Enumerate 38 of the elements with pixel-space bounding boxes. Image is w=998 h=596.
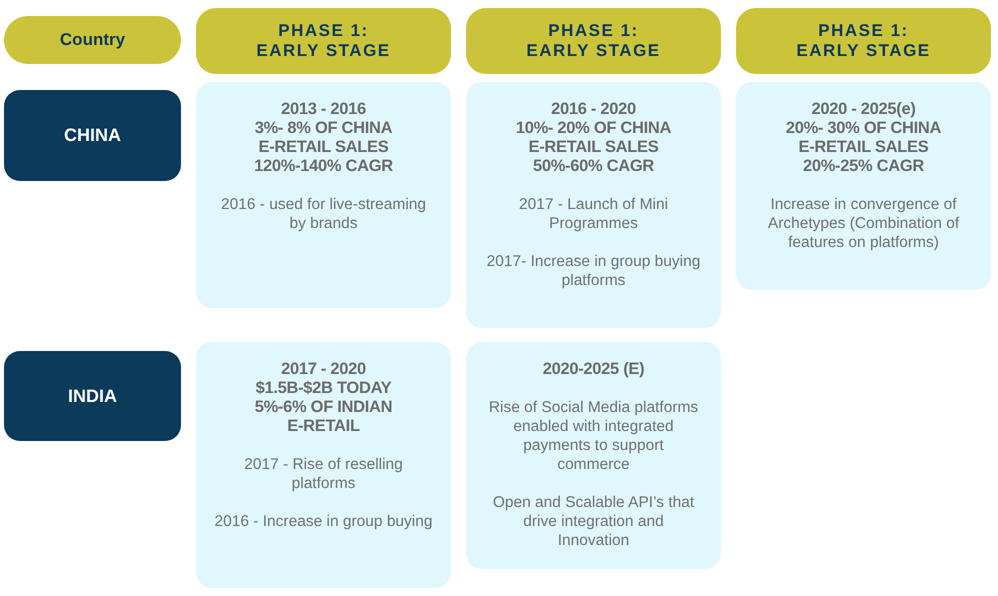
period-heading: 2016 - 2020 [551, 100, 636, 119]
metric-heading: 20%- 30% OF CHINA E-RETAIL SALES [784, 119, 942, 157]
country-box [4, 90, 181, 181]
info-card [196, 342, 451, 588]
period-heading: 2013 - 2016 [281, 100, 366, 119]
country-box [4, 351, 181, 441]
phase-header-pill [466, 8, 721, 74]
column-heading: Country [60, 30, 126, 50]
milestone-text: 2016 - Increase in group buying [214, 512, 432, 531]
header-pill [4, 16, 181, 64]
phase-title: PHASE 1: EARLY STAGE [255, 21, 392, 61]
period-heading: 2020 - 2025(e) [811, 100, 916, 119]
metric-heading: 50%-60% CAGR [532, 157, 654, 176]
period-heading: 2017 - 2020 [281, 360, 366, 379]
metric-heading: 20%-25% CAGR [802, 157, 924, 176]
milestone-text: 2017 - Launch of Mini Programmes [518, 195, 670, 233]
info-card [736, 82, 991, 290]
phase-header-pill [196, 8, 451, 74]
phase-title: PHASE 1: EARLY STAGE [795, 21, 932, 61]
phase-header-pill [736, 8, 991, 74]
period-heading: 2020-2025 (E) [542, 360, 644, 379]
metric-heading: 10%- 20% OF CHINA E-RETAIL SALES [514, 119, 672, 157]
phase-title: PHASE 1: EARLY STAGE [525, 21, 662, 61]
info-card [466, 342, 721, 569]
milestone-text: 2017 - Rise of reselling platforms [243, 455, 404, 493]
metric-heading: $1.5B-$2B TODAY [256, 379, 392, 398]
milestone-text: Increase in convergence of Archetypes (Combination of features on platforms) [766, 195, 960, 252]
milestone-text: 2017- Increase in group buying platforms [486, 252, 702, 290]
country-name: INDIA [68, 386, 117, 406]
metric-heading: 120%-140% CAGR [254, 157, 393, 176]
info-card [196, 82, 451, 308]
metric-heading: 3%- 8% OF CHINA E-RETAIL SALES [254, 119, 394, 157]
milestone-text: Rise of Social Media platforms enabled with integrated payments to support commerce [488, 398, 700, 474]
country-name: CHINA [64, 125, 121, 146]
milestone-text: 2016 - used for live-streaming by brands [220, 195, 428, 233]
milestone-text: Open and Scalable API’s that drive integration and Innovation [492, 493, 696, 550]
info-card [466, 82, 721, 328]
metric-heading: 5%-6% OF INDIAN E-RETAIL [254, 398, 394, 436]
